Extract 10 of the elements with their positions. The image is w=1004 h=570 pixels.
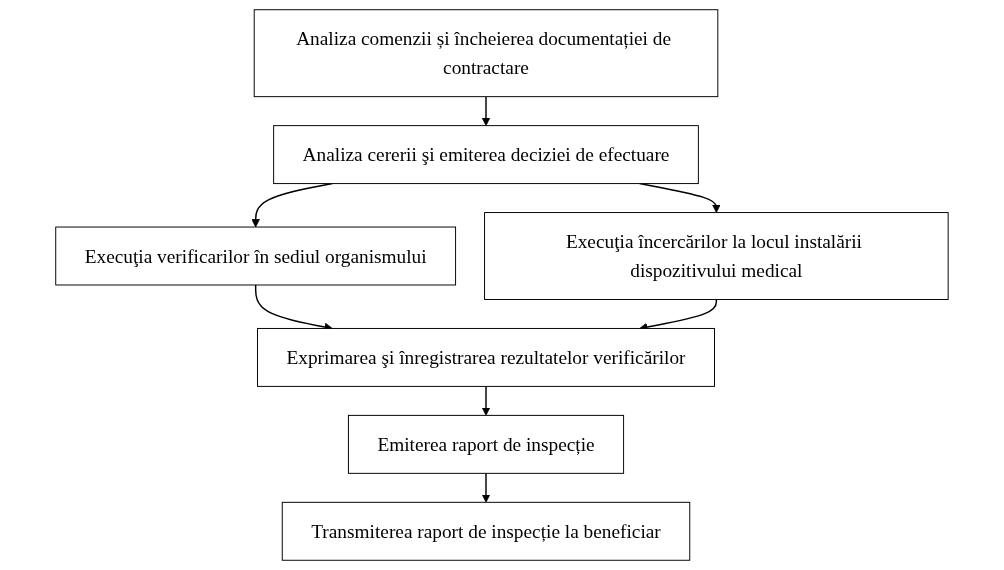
arrow (481, 385, 491, 416)
node-box: Analiza comenzii și încheierea documentației de contractare (253, 9, 719, 98)
arrow (481, 95, 491, 126)
node-box: Transmiterea raport de inspecție la beneficiar (281, 501, 691, 561)
node-box: Execuţia încercărilor la locul instalării dispozitivului medical (484, 212, 949, 300)
node-box: Emiterea raport de inspecție (347, 414, 625, 474)
node-box: Analiza cererii şi emiterea deciziei de efectuare (273, 125, 699, 185)
node-box: Execuţia verificarilor în sediul organismului (55, 226, 457, 286)
arrow (481, 472, 491, 503)
node-box: Exprimarea şi înregistrarea rezultatelor verificărilor (257, 327, 715, 387)
